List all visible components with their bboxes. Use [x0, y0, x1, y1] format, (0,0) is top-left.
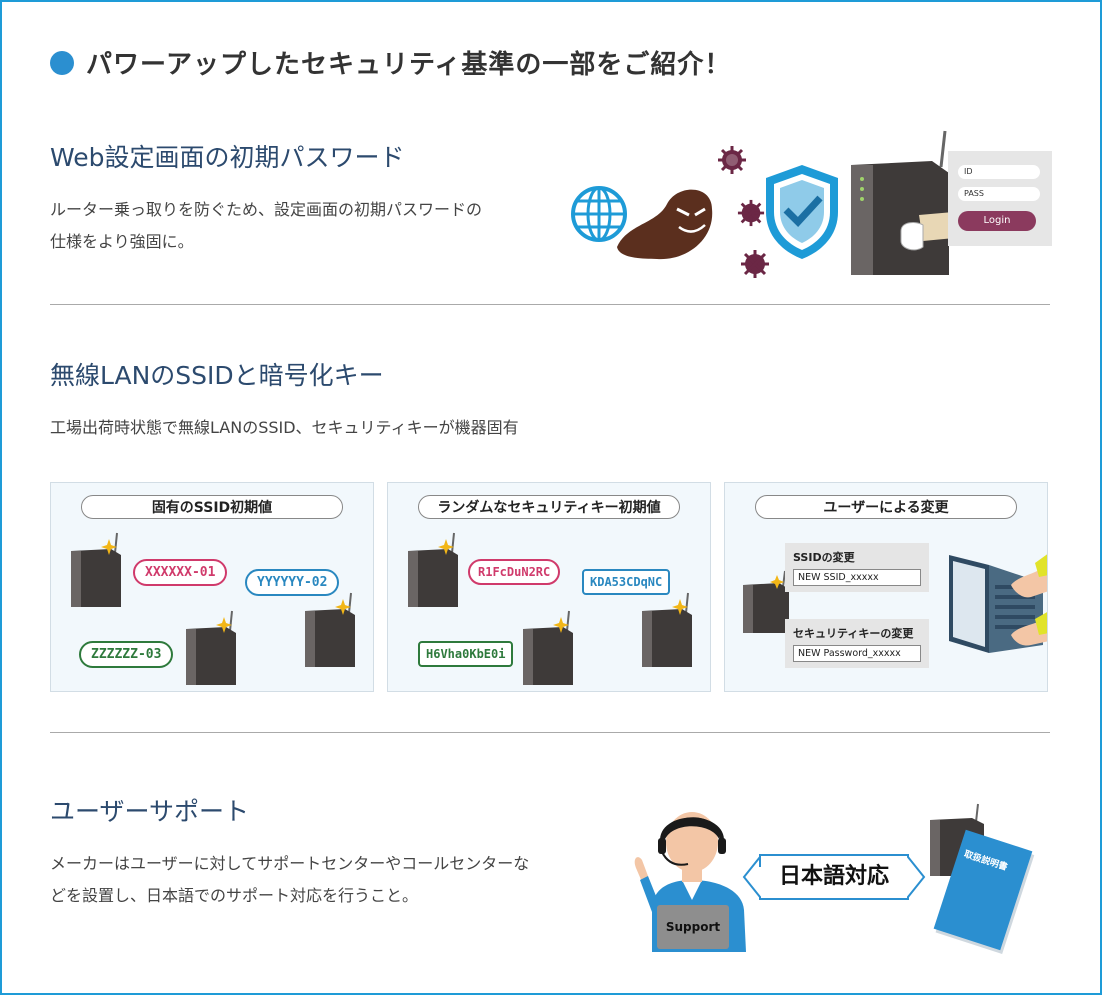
- router-icon: [642, 592, 692, 667]
- section-text-support: メーカーはユーザーに対してサポートセンターやコールセンターな どを設置し、日本語…: [50, 848, 529, 912]
- ssid-change-label: SSIDの変更: [793, 551, 855, 564]
- section-text-password-line1: ルーター乗っ取りを防ぐため、設定画面の初期パスワードの: [50, 200, 483, 219]
- ssid-change-card: SSIDの変更 NEW SSID_xxxxx: [785, 543, 929, 592]
- login-id-field: ID: [958, 165, 1040, 179]
- virus-icon: [741, 250, 769, 278]
- support-label: Support: [665, 920, 721, 934]
- key-bubble: H6Vha0KbE0i: [418, 641, 514, 667]
- section-text-ssid: 工場出荷時状態で無線LANのSSID、セキュリティキーが機器固有: [50, 418, 519, 437]
- ssid-bubble: ZZZZZZ-03: [79, 641, 174, 668]
- key-change-label: セキュリティキーの変更: [793, 627, 914, 640]
- divider: [50, 732, 1050, 733]
- panel-unique-ssid: 固有のSSID初期値 XXXXXX-01 YYYYYY-02 ZZZZZZ-03: [50, 482, 374, 692]
- login-card: ID PASS Login: [948, 151, 1052, 246]
- password-illustration: ID PASS Login: [562, 127, 1057, 287]
- key-change-card: セキュリティキーの変更 NEW Password_xxxxx: [785, 619, 929, 668]
- double-arrow-shape: [742, 854, 926, 900]
- section-text-password: ルーター乗っ取りを防ぐため、設定画面の初期パスワードの 仕様をより強固に。: [50, 194, 482, 258]
- section-text-support-line2: どを設置し、日本語でのサポート対応を行うこと。: [50, 886, 419, 905]
- bullet-dot-icon: [50, 50, 74, 75]
- panel-label: ユーザーによる変更: [755, 495, 1017, 519]
- router-icon: [305, 592, 355, 667]
- router-icon: [71, 532, 121, 607]
- login-pass-field: PASS: [958, 187, 1040, 201]
- key-bubble: KDA53CDqNC: [582, 569, 671, 595]
- japanese-support-badge: 日本語対応: [742, 853, 926, 901]
- key-bubble: R1FcDuN2RC: [468, 559, 561, 585]
- section-text-support-line1: メーカーはユーザーに対してサポートセンターやコールセンターな: [50, 854, 530, 873]
- panel-label: ランダムなセキュリティキー初期値: [418, 495, 680, 519]
- manual-label: 取扱説明書: [962, 849, 1009, 874]
- router-icon: [186, 610, 236, 685]
- virus-icon: [718, 146, 746, 174]
- page-title: パワーアップしたセキュリティ基準の一部をご紹介！: [50, 44, 731, 81]
- section-title-password: Web設定画面の初期パスワード: [50, 143, 405, 172]
- router-icon: [408, 532, 458, 607]
- support-laptop: Support: [657, 905, 729, 949]
- ssid-bubble: YYYYYY-02: [245, 569, 340, 596]
- key-change-field: NEW Password_xxxxx: [793, 645, 921, 662]
- section-title-ssid: 無線LANのSSIDと暗号化キー: [50, 361, 384, 390]
- divider: [50, 304, 1050, 305]
- router-icon: [523, 610, 573, 685]
- login-button: Login: [958, 211, 1036, 231]
- page-title-text: パワーアップしたセキュリティ基準の一部をご紹介！: [86, 50, 732, 80]
- shield-check-icon: [766, 165, 838, 259]
- japanese-support-label: 日本語対応: [778, 864, 889, 889]
- laptop-icon: [949, 554, 1047, 653]
- globe-icon: [571, 186, 627, 242]
- panel-user-change: ユーザーによる変更 SSIDの変更 NEW SSID_xxxxx セキュリティキ…: [724, 482, 1048, 692]
- section-title-support: ユーザーサポート: [50, 797, 250, 826]
- router-icon: [851, 130, 949, 275]
- ssid-bubble: XXXXXX-01: [133, 559, 228, 586]
- panel-label: 固有のSSID初期値: [81, 495, 343, 519]
- ssid-change-field: NEW SSID_xxxxx: [793, 569, 921, 586]
- panel-random-key: ランダムなセキュリティキー初期値 R1FcDuN2RC KDA53CDqNC H…: [387, 482, 711, 692]
- ghost-icon: [617, 189, 713, 260]
- section-text-password-line2: 仕様をより強固に。: [50, 232, 194, 251]
- virus-icon: [737, 199, 765, 227]
- router-icon: [743, 570, 789, 633]
